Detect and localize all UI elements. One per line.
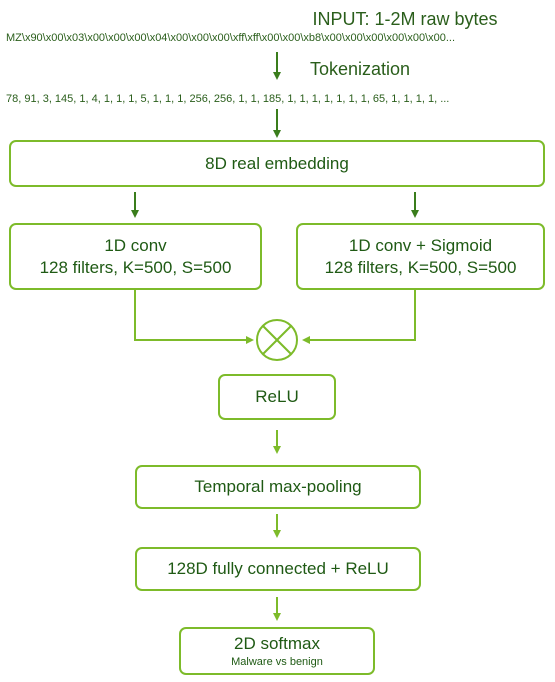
- tokenization-label: Tokenization: [309, 59, 411, 79]
- fully-connected-label: 128D fully connected + ReLU: [167, 559, 389, 578]
- input-title: INPUT: 1-2M raw bytes: [312, 9, 498, 29]
- multiply-node-icon: [256, 319, 298, 361]
- relu-box: ReLU: [218, 374, 336, 420]
- tokens-sequence: 78, 91, 3, 145, 1, 4, 1, 1, 1, 5, 1, 1, …: [6, 93, 450, 105]
- conv-right-box: 1D conv + Sigmoid 128 filters, K=500, S=…: [296, 223, 545, 290]
- conv-right-line1: 1D conv + Sigmoid: [348, 235, 493, 255]
- conv-right-line2: 128 filters, K=500, S=500: [324, 257, 517, 277]
- softmax-label: 2D softmax: [234, 634, 320, 653]
- wire-conv-right-multiply: [302, 290, 416, 344]
- conv-left-box: 1D conv 128 filters, K=500, S=500: [9, 223, 262, 290]
- relu-label: ReLU: [255, 387, 299, 406]
- softmax-sublabel: Malware vs benign: [231, 656, 323, 668]
- softmax-box: 2D softmax Malware vs benign: [179, 627, 375, 675]
- embedding-box: 8D real embedding: [9, 140, 545, 187]
- input-bytes: MZ\x90\x00\x03\x00\x00\x00\x04\x00\x00\x…: [6, 32, 456, 44]
- pooling-box: Temporal max-pooling: [135, 465, 421, 509]
- embedding-label: 8D real embedding: [205, 153, 349, 173]
- fully-connected-box: 128D fully connected + ReLU: [135, 547, 421, 591]
- conv-left-line1: 1D conv: [104, 235, 167, 255]
- pooling-label: Temporal max-pooling: [194, 477, 362, 496]
- conv-left-line2: 128 filters, K=500, S=500: [39, 257, 232, 277]
- wire-conv-left-multiply: [134, 290, 254, 344]
